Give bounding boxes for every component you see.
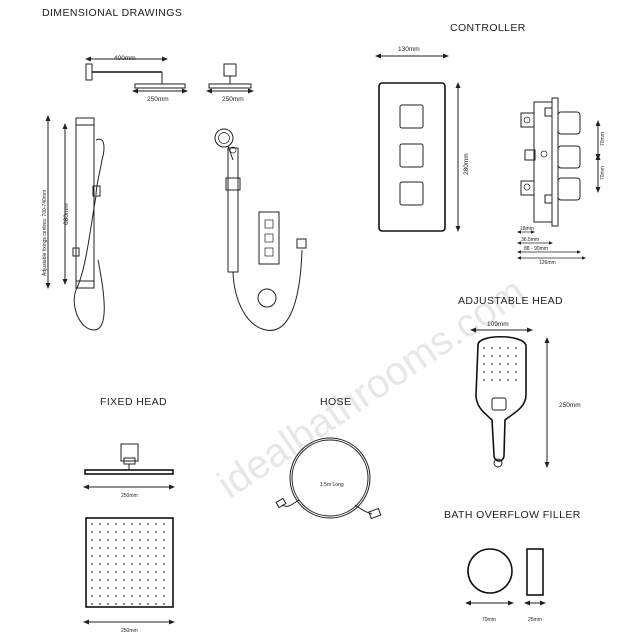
dim-side-70-top: 70mm: [600, 132, 606, 146]
title-hose: HOSE: [320, 396, 351, 408]
dim-side-18: 18mm: [520, 226, 534, 232]
title-controller: CONTROLLER: [450, 22, 526, 34]
hose-coil: 1.5m Long: [275, 437, 382, 520]
dim-head-width-side: 250mm: [147, 96, 169, 103]
dim-hose-length: 1.5m Long: [320, 482, 344, 488]
slide-rail-front-view: [214, 128, 307, 331]
dim-side-range: 88 - 90mm: [524, 246, 548, 252]
dim-side-36: 36.5mm: [521, 237, 539, 243]
dim-rail-height: 680mm: [63, 203, 70, 225]
title-fixed-head: FIXED HEAD: [100, 396, 167, 408]
overhead-shower-front-view: 250mm: [206, 63, 254, 103]
dim-filler-depth: 25mm: [528, 617, 542, 623]
controller-side-view: 70mm 70mm 18mm 36.5mm 88 - 90mm 126mm: [516, 97, 606, 266]
dim-head-width-front: 250mm: [222, 96, 244, 103]
slide-rail-side-view: Adjustable fixings centres: 700-740mm 68…: [42, 115, 105, 331]
fixed-head: 250mm 250mm: [83, 443, 175, 634]
title-dimensional-drawings: DIMENSIONAL DRAWINGS: [42, 7, 182, 19]
dim-side-70-bottom: 70mm: [600, 166, 606, 180]
dim-controller-width: 130mm: [398, 46, 420, 53]
controller-front-view: 130mm 280mm: [375, 46, 470, 232]
dim-fixed-head-face: 250mm: [121, 628, 138, 634]
dim-arm-length: 400mm: [114, 55, 136, 62]
adjustable-head: 109mm 250mm: [470, 321, 581, 468]
dim-rail-adjustable: Adjustable fixings centres: 700-740mm: [42, 190, 48, 276]
dim-filler-diameter: 70mm: [482, 617, 496, 623]
overhead-shower-side-view: 400mm 250mm: [85, 55, 188, 103]
dim-controller-height: 280mm: [463, 153, 470, 175]
handset-front: [214, 128, 234, 161]
title-bath-overflow-filler: BATH OVERFLOW FILLER: [444, 509, 581, 521]
dim-adjustable-head-height: 250mm: [559, 402, 581, 409]
title-adjustable-head: ADJUSTABLE HEAD: [458, 295, 563, 307]
bath-overflow-filler: 70mm 25mm: [465, 548, 546, 623]
dim-adjustable-head-width: 109mm: [487, 321, 509, 328]
dim-side-126: 126mm: [539, 260, 556, 266]
dim-fixed-head-plan: 250mm: [121, 493, 138, 499]
